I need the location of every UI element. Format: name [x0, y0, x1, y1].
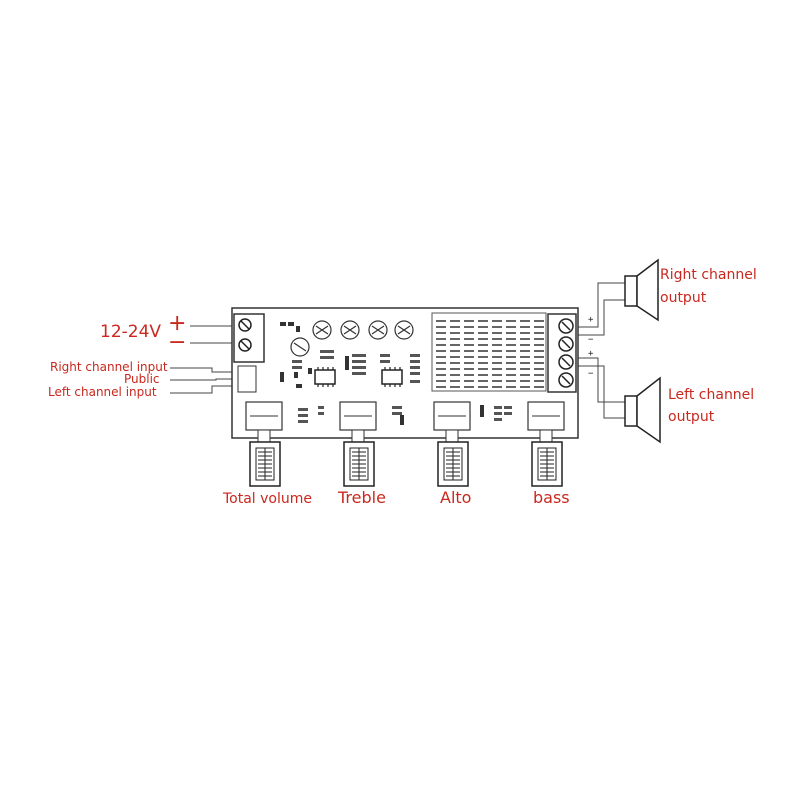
- knob-label-treble: Treble: [338, 488, 386, 507]
- small-components: [280, 322, 484, 425]
- left-channel-input-label: Left channel input: [48, 385, 157, 399]
- knob-label-alto: Alto: [440, 488, 472, 507]
- input-connector: [237, 365, 257, 393]
- potentiometer-alto: [433, 401, 471, 487]
- op-amp-chips: [314, 367, 403, 387]
- right-channel-output-label-line1: Right channel: [660, 267, 757, 283]
- knob-label-total-volume: Total volume: [223, 491, 313, 507]
- resistor-clusters: [292, 350, 512, 423]
- public-label: Public: [124, 372, 160, 386]
- left-channel-output-label-line1: Left channel: [668, 387, 755, 403]
- power-minus-sign: −: [168, 330, 187, 355]
- potentiometer-total-volume: [245, 401, 283, 487]
- potentiometer-bass: [527, 401, 565, 487]
- power-voltage-label: 12-24V: [100, 322, 162, 342]
- output-terminal-sign-3: +: [588, 349, 594, 359]
- power-plus-sign: +: [168, 311, 187, 336]
- right-channel-input-label: Right channel input: [50, 360, 168, 374]
- left-channel-output-label-line2: output: [668, 409, 715, 425]
- heatsink: [431, 312, 547, 392]
- power-terminal: [233, 313, 265, 363]
- output-terminal-sign-4: −: [588, 369, 594, 379]
- potentiometer-treble: [339, 401, 377, 487]
- speaker-right-icon: [624, 258, 659, 322]
- right-channel-output-label-line2: output: [660, 290, 707, 306]
- wire-lines: [170, 282, 625, 419]
- capacitors: [290, 320, 414, 357]
- knob-label-bass: bass: [533, 488, 570, 507]
- output-terminal-block: [547, 313, 577, 393]
- output-terminal-sign-2: −: [588, 335, 594, 345]
- output-terminal-sign-1: +: [588, 315, 594, 325]
- speaker-left-icon: [624, 376, 661, 444]
